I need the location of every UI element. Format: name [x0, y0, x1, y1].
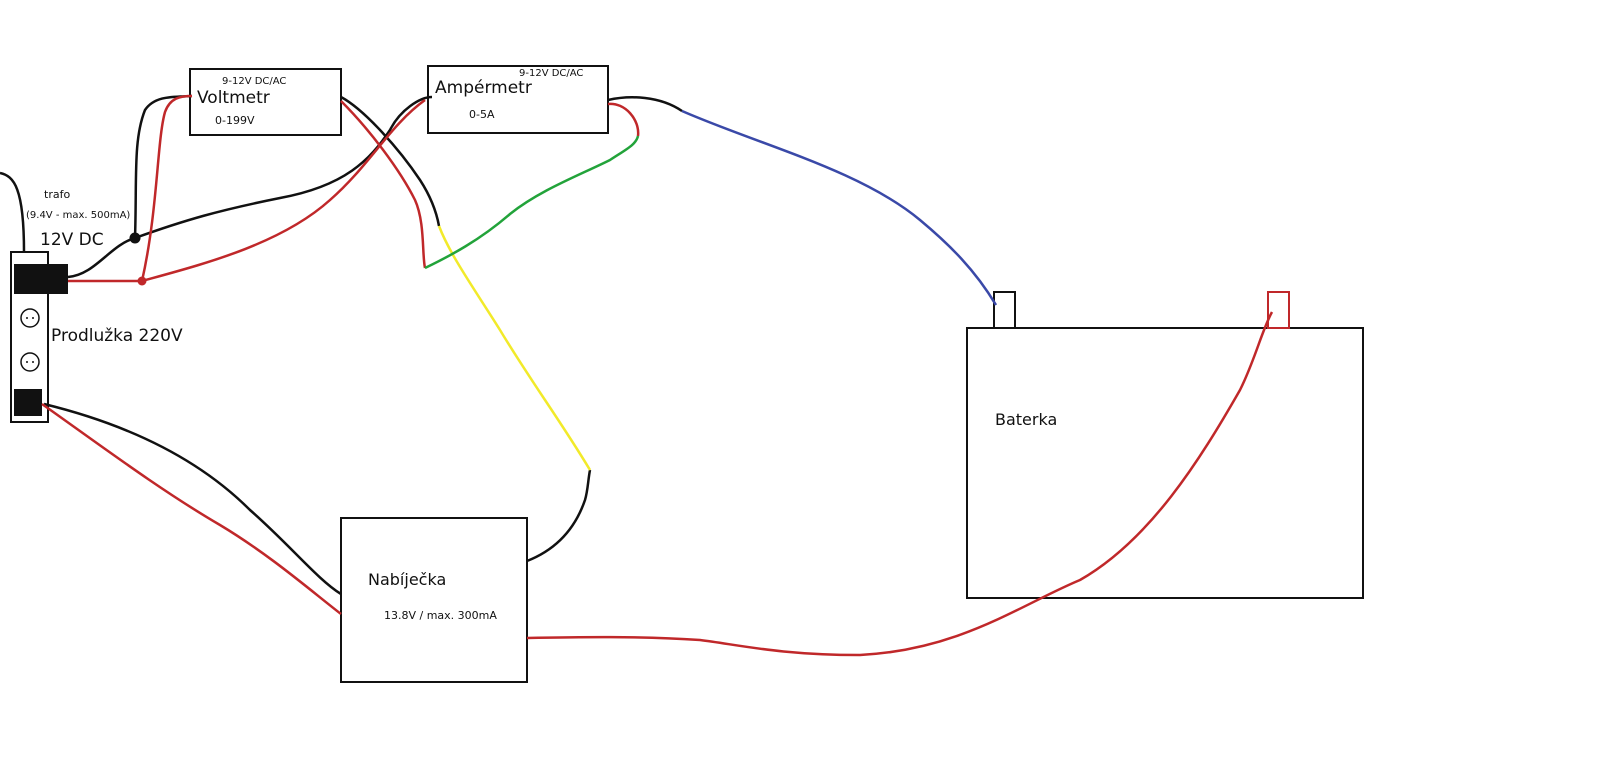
- trafo-label: trafo: [44, 188, 71, 201]
- wire-yellow: [437, 225, 592, 471]
- wire-black-voltmeter-out: [340, 95, 441, 227]
- wire-red-junction-to-ammeter: [141, 98, 426, 283]
- socket-2: [20, 352, 40, 372]
- extension-cord-box: [10, 251, 49, 423]
- wire-blue: [681, 109, 998, 306]
- socket-1-pin-b: [32, 317, 34, 319]
- socket-2-pin-a: [26, 361, 28, 363]
- wire-red-voltmeter-out: [340, 100, 427, 269]
- battery-label: Baterka: [995, 410, 1058, 429]
- wire-black-junction-to-ammeter: [134, 95, 433, 240]
- wire-red-charger-to-battery: [526, 311, 1274, 657]
- wire-black-charger-top: [526, 469, 592, 563]
- plug-bottom: [14, 389, 42, 416]
- charger-spec-label: 13.8V / max. 300mA: [384, 609, 497, 622]
- junction-black: [129, 232, 141, 244]
- wire-red-extension-to-charger: [41, 402, 342, 615]
- extension-cord-label: Prodlužka 220V: [51, 326, 183, 346]
- junction-red: [137, 276, 147, 286]
- plug-top: [14, 264, 68, 294]
- wire-black-12v-to-junction: [67, 236, 136, 279]
- wire-black-left-edge: [0, 171, 26, 253]
- dc-12v-label: 12V DC: [40, 230, 104, 250]
- wire-black-junction-to-voltmeter: [133, 94, 193, 239]
- wire-black-extension-to-charger: [43, 402, 342, 596]
- socket-2-pin-b: [32, 361, 34, 363]
- socket-1-pin-a: [26, 317, 28, 319]
- voltmeter-range-label: 0-199V: [215, 114, 255, 127]
- wire-red-junction-to-voltmeter: [140, 94, 193, 282]
- battery-negative-terminal: [993, 291, 1016, 329]
- ammeter-supply-label: 9-12V DC/AC: [519, 68, 584, 79]
- battery-positive-terminal: [1267, 291, 1290, 329]
- voltmeter-supply-label: 9-12V DC/AC: [222, 76, 287, 87]
- wire-green: [424, 135, 640, 270]
- socket-1: [20, 308, 40, 328]
- ammeter-range-label: 0-5A: [469, 108, 495, 121]
- charger-box: [340, 517, 528, 683]
- charger-label: Nabíječka: [368, 570, 447, 589]
- wire-black-ammeter-out: [607, 96, 683, 113]
- wire-red-ammeter-loop: [607, 102, 640, 137]
- trafo-spec-label: (9.4V - max. 500mA): [26, 210, 131, 221]
- battery-box: [966, 327, 1364, 599]
- ammeter-label: Ampérmetr: [435, 78, 532, 98]
- voltmeter-label: Voltmetr: [197, 88, 270, 108]
